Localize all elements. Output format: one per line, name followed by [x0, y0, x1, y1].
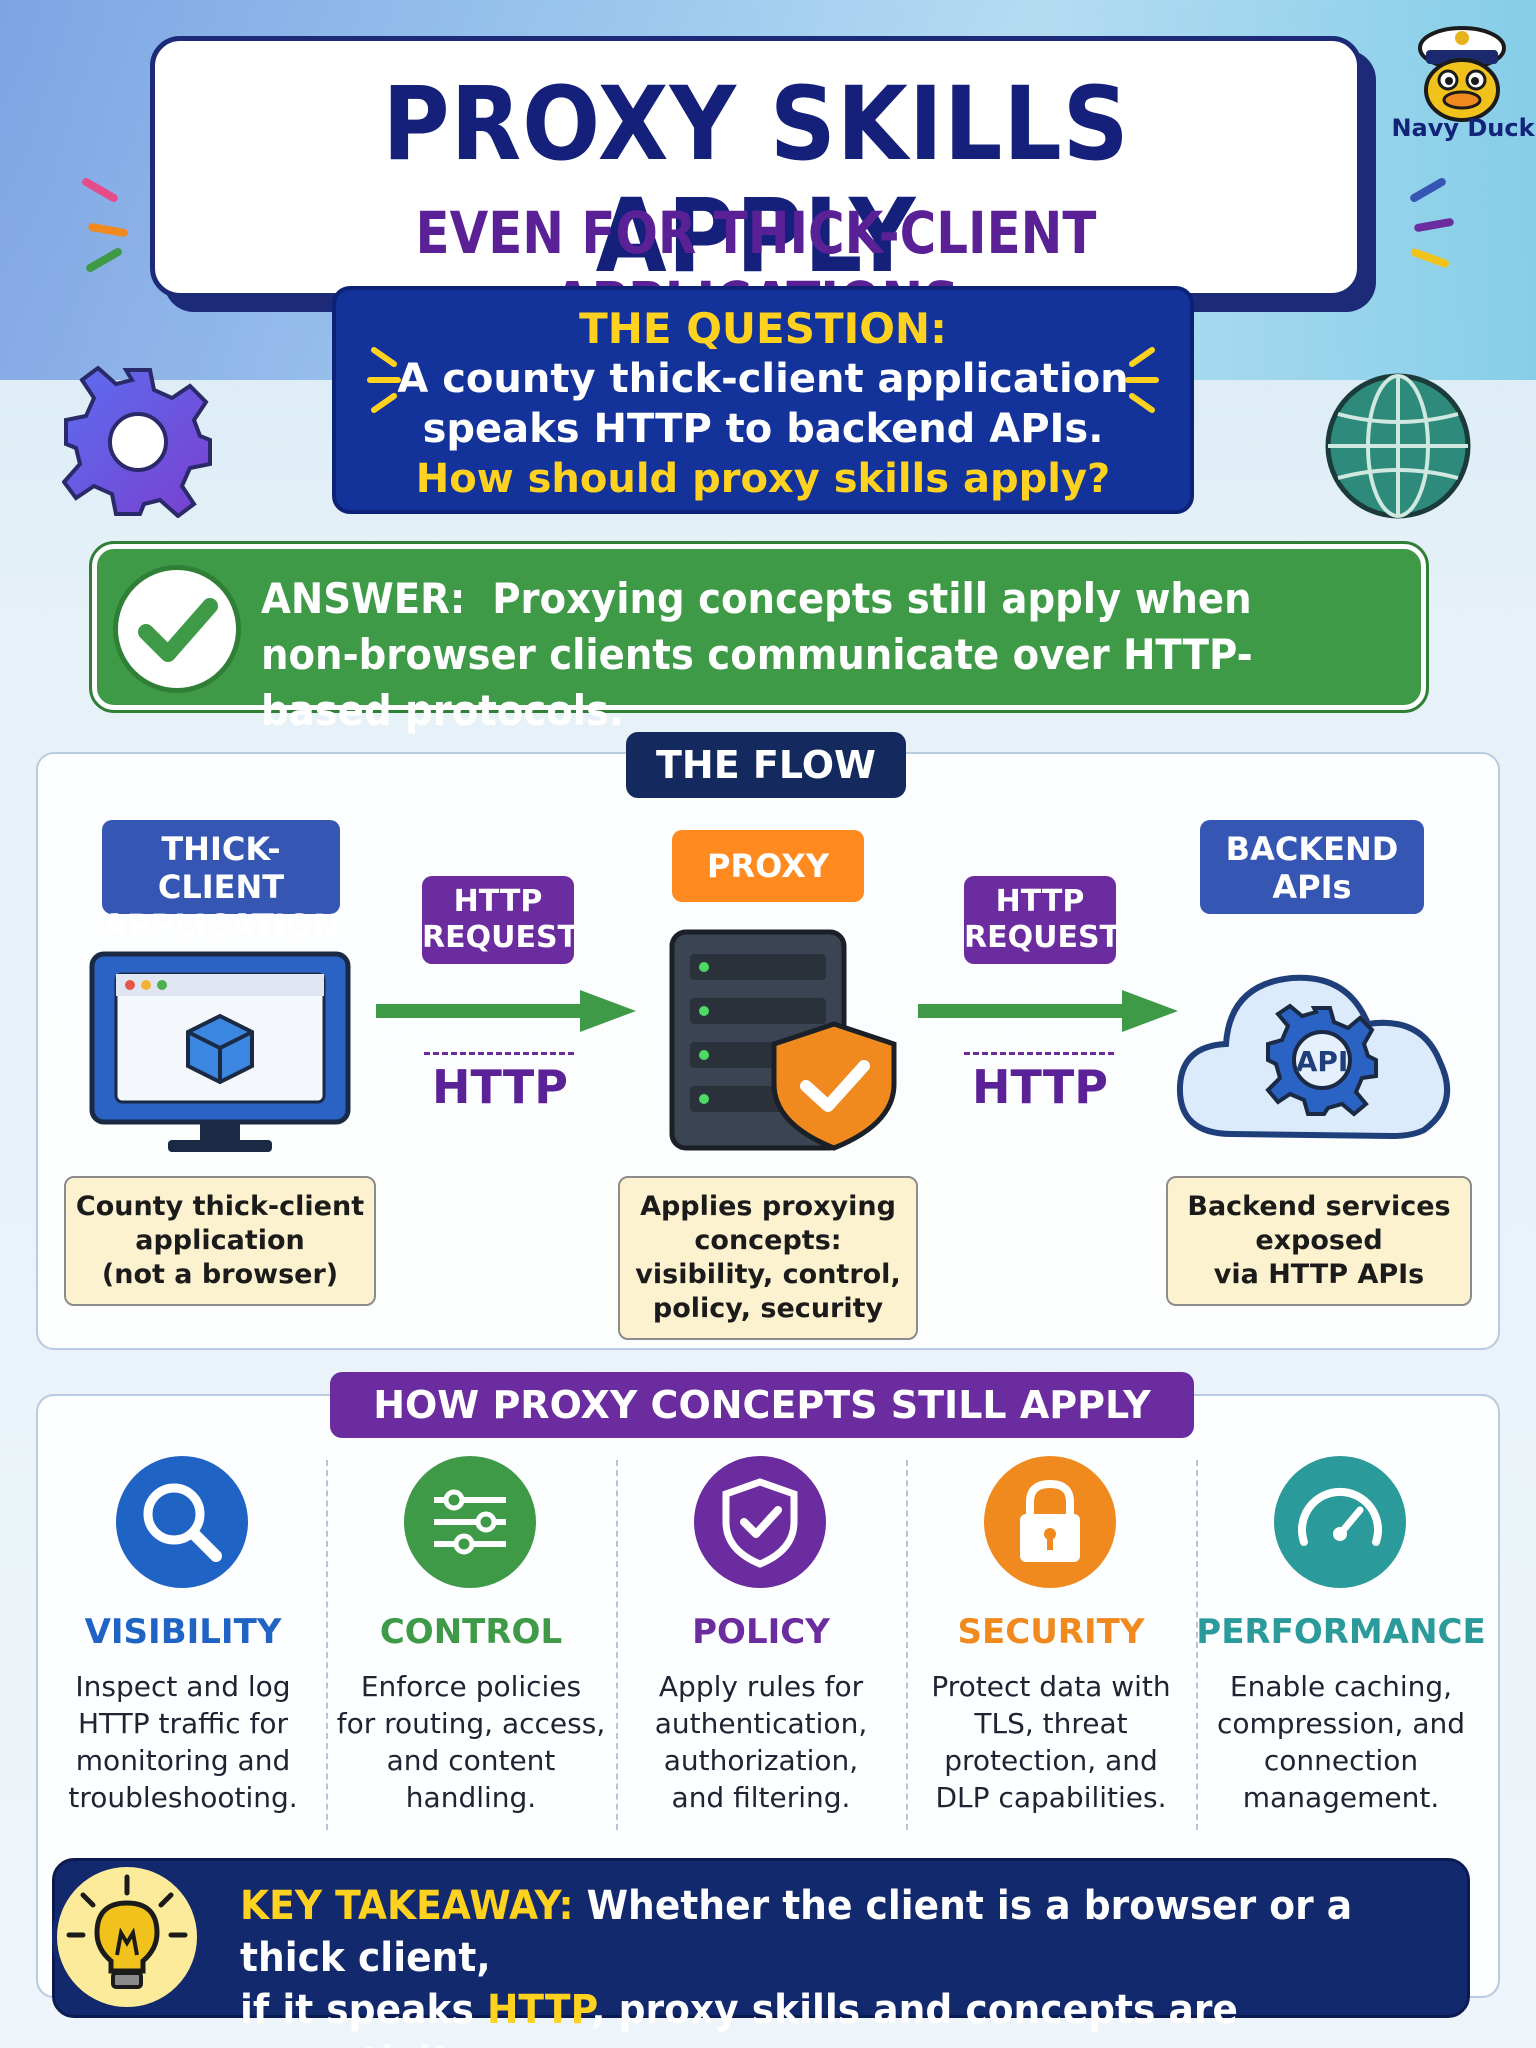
- column-divider: [906, 1460, 908, 1830]
- dashed-line: [424, 1052, 574, 1055]
- backend-note-line-2: exposed: [1255, 1225, 1383, 1256]
- question-box: THE QUESTION: A county thick-client appl…: [332, 286, 1194, 514]
- backend-tag: BACKEND APIs: [1200, 820, 1424, 914]
- sliders-icon: [404, 1456, 536, 1588]
- globe-icon: [1325, 373, 1471, 519]
- concept-heading: CONTROL: [379, 1612, 563, 1652]
- key-takeaway-banner: [52, 1858, 1470, 2018]
- shield-check-icon: [694, 1456, 826, 1588]
- takeaway-line-2a: if it speaks: [240, 1987, 474, 2033]
- title-card: PROXY SKILLS APPLY EVEN FOR THICK-CLIENT…: [150, 36, 1362, 337]
- api-icon-text: API: [1296, 1045, 1349, 1078]
- answer-line-2: non-browser clients communicate over HTT…: [261, 630, 1253, 735]
- cloud-api-icon: API: [1176, 974, 1451, 1140]
- concept-heading: PERFORMANCE: [1196, 1612, 1486, 1652]
- lock-icon: [984, 1456, 1116, 1588]
- dashed-line: [964, 1052, 1114, 1055]
- proxy-note-line-4: policy, security: [652, 1293, 884, 1324]
- client-note-line-3: (not a browser): [101, 1259, 339, 1290]
- checkmark-icon: [138, 598, 218, 662]
- answer-box: ANSWER: Proxying concepts still apply wh…: [92, 544, 1426, 735]
- client-note-line-1: County thick-client: [75, 1191, 365, 1222]
- http-request-tag-1: HTTP REQUEST: [422, 876, 579, 964]
- arrow-right-icon: [376, 990, 636, 1032]
- backend-tag-line-1: BACKEND: [1225, 830, 1399, 868]
- answer-text: ANSWER: Proxying concepts still apply wh…: [261, 571, 1319, 739]
- backend-note: Backend services exposed via HTTP APIs: [1166, 1176, 1472, 1306]
- client-tag-line-2: APPLICATION: [102, 906, 340, 945]
- flow-title: THE FLOW: [626, 732, 906, 798]
- client-note: County thick-client application (not a b…: [64, 1176, 376, 1306]
- concept-performance: PERFORMANCE Enable caching,compression, …: [1196, 1446, 1486, 1826]
- proxy-note-line-3: visibility, control,: [635, 1259, 901, 1290]
- check-circle: [113, 565, 241, 693]
- proxy-tag: PROXY: [672, 830, 864, 902]
- key-takeaway-text: KEY TAKEAWAY: Whether the client is a br…: [240, 1880, 1368, 2048]
- concepts-title: HOW PROXY CONCEPTS STILL APPLY: [330, 1372, 1194, 1438]
- concept-heading: SECURITY: [957, 1612, 1145, 1652]
- lightbulb-icon: [52, 1862, 202, 2012]
- concept-heading: VISIBILITY: [84, 1612, 282, 1652]
- concept-heading: POLICY: [692, 1612, 830, 1652]
- gauge-icon: [1274, 1456, 1406, 1588]
- navy-duck-logo-icon: [1418, 26, 1506, 122]
- backend-tag-line-2: APIs: [1272, 868, 1352, 907]
- client-tag-line-1: THICK-CLIENT: [157, 830, 285, 907]
- http-protocol-label-1: HTTP: [431, 1060, 569, 1114]
- http-request-tag-2: HTTP REQUEST: [964, 876, 1121, 964]
- takeaway-line-2c: , proxy skills and concepts are essentia…: [240, 1987, 1238, 2048]
- takeaway-line-1: Whether the client is a browser or a thi…: [240, 1883, 1353, 1981]
- column-divider: [1196, 1460, 1198, 1830]
- gear-icon: [62, 366, 212, 518]
- proxy-note: Applies proxying concepts: visibility, c…: [618, 1176, 918, 1340]
- arrow-right-icon: [918, 990, 1178, 1032]
- answer-label: ANSWER:: [261, 574, 466, 623]
- column-divider: [616, 1460, 618, 1830]
- column-divider: [326, 1460, 328, 1830]
- question-line-2: speaks HTTP to backend APIs.: [422, 406, 1104, 452]
- proxy-note-line-1: Applies proxying: [640, 1191, 896, 1222]
- page-title: PROXY SKILLS APPLY: [382, 65, 1130, 297]
- proxy-note-line-2: concepts:: [694, 1225, 842, 1256]
- takeaway-http: HTTP: [486, 1987, 592, 2033]
- proxy-server-icon: [669, 929, 897, 1151]
- monitor-icon: [89, 951, 351, 1152]
- concept-description: Enable caching,compression, and connecti…: [1216, 1670, 1465, 1814]
- backend-note-line-1: Backend services: [1187, 1191, 1451, 1222]
- answer-line-1: Proxying concepts still apply when: [492, 574, 1252, 623]
- takeaway-label: KEY TAKEAWAY:: [240, 1883, 574, 1929]
- question-line-3: How should proxy skills apply?: [415, 456, 1111, 502]
- magnifier-icon: [116, 1456, 248, 1588]
- http-protocol-label-2: HTTP: [971, 1060, 1109, 1114]
- client-tag: THICK-CLIENT APPLICATION: [102, 820, 340, 945]
- yellow-spark-icon: [367, 347, 401, 413]
- client-note-line-2: application: [135, 1225, 305, 1256]
- yellow-spark-icon: [1125, 347, 1159, 413]
- backend-note-line-3: via HTTP APIs: [1213, 1259, 1425, 1290]
- http-request-2-line-1: HTTP: [995, 884, 1085, 919]
- navy-duck-label: Navy Duck: [1391, 114, 1535, 142]
- question-line-1: A county thick-client application: [397, 356, 1129, 402]
- question-label: THE QUESTION:: [579, 304, 947, 353]
- http-request-1-line-2: REQUEST: [422, 920, 579, 955]
- http-request-2-line-2: REQUEST: [964, 920, 1121, 955]
- http-request-1-line-1: HTTP: [453, 884, 543, 919]
